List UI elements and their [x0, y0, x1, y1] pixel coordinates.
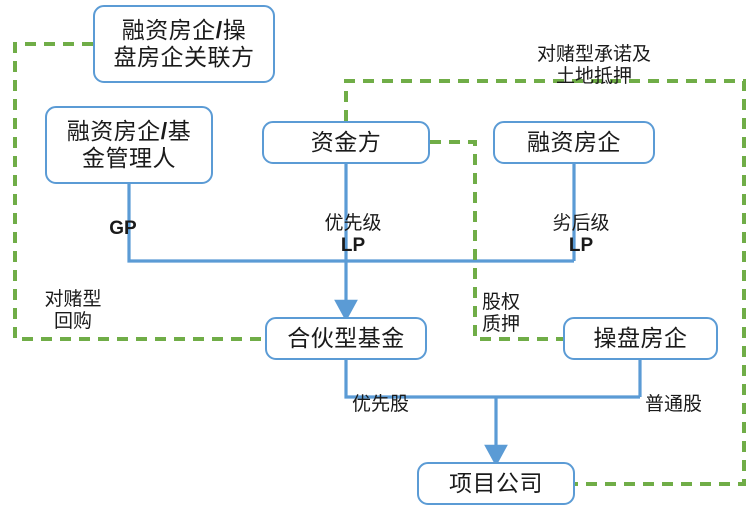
edge-label-common-share: 普通股: [645, 372, 725, 416]
connector-fund-to-project: [344, 360, 640, 399]
edge-label-junior-lp-text: 劣后级 LP: [552, 213, 610, 257]
node-project-company[interactable]: 项目公司: [417, 462, 575, 505]
connector-fund-manager-to-bus: [127, 184, 574, 263]
edge-label-gp: GP: [88, 196, 158, 240]
edge-label-gamble-commitment-text: 对赌型承诺及 土地抵押: [536, 44, 651, 88]
edge-label-gp-text: GP: [109, 218, 137, 240]
edge-label-preferred-share: 优先股: [352, 372, 432, 416]
edge-label-senior-lp-text: 优先级 LP: [324, 213, 382, 257]
edge-label-junior-lp: 劣后级 LP: [539, 191, 623, 257]
node-capital-provider[interactable]: 资金方: [262, 121, 430, 164]
node-fund-manager-label: 融资房企/基 金管理人: [66, 117, 192, 171]
node-capital-provider-label: 资金方: [310, 129, 382, 155]
node-operating-corp[interactable]: 操盘房企: [563, 317, 718, 360]
node-partnership-fund-label: 合伙型基金: [287, 325, 405, 351]
connector-capital-to-operating: [430, 140, 563, 341]
edge-label-gamble-commitment: 对赌型承诺及 土地抵押: [504, 22, 684, 88]
edge-label-senior-lp: 优先级 LP: [311, 191, 395, 257]
edge-label-common-share-text: 普通股: [645, 394, 703, 416]
node-financing-corp-label: 融资房企: [527, 129, 621, 155]
node-operating-corp-label: 操盘房企: [593, 325, 688, 351]
edge-label-equity-pledge: 股权 质押: [482, 270, 542, 336]
node-project-company-label: 项目公司: [449, 470, 543, 496]
edge-label-gamble-repurchase: 对赌型 回购: [27, 267, 119, 333]
node-partnership-fund[interactable]: 合伙型基金: [265, 317, 427, 360]
node-fund-manager[interactable]: 融资房企/基 金管理人: [45, 106, 213, 184]
connector-capital-to-project: [344, 79, 746, 486]
edge-label-preferred-share-text: 优先股: [352, 394, 410, 416]
connector-related-party-to-fund: [13, 42, 265, 341]
edge-label-gamble-repurchase-text: 对赌型 回购: [44, 289, 102, 333]
node-related-party[interactable]: 融资房企/操 盘房企关联方: [93, 5, 275, 83]
edge-label-equity-pledge-text: 股权 质押: [482, 292, 521, 336]
node-financing-corp[interactable]: 融资房企: [493, 121, 655, 164]
node-related-party-label: 融资房企/操 盘房企关联方: [113, 16, 255, 70]
